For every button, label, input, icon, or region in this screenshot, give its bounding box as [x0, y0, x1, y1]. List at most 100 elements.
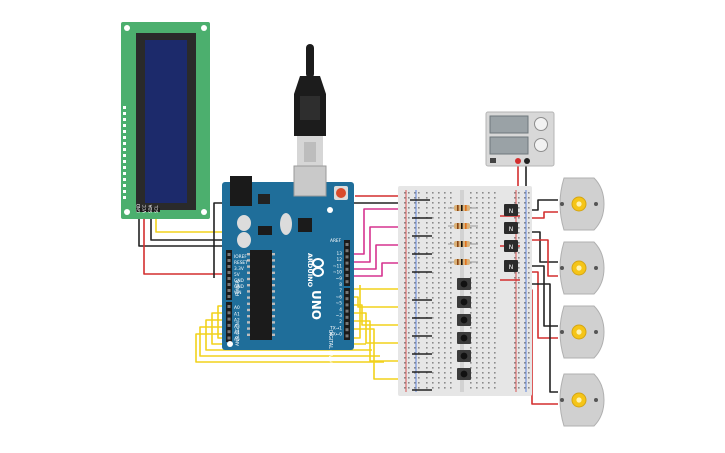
wire-analog-a3 [199, 326, 380, 357]
terminal-hole [476, 317, 478, 319]
terminal-hole [444, 342, 446, 344]
terminal-hole [488, 292, 490, 294]
terminal-hole [450, 367, 452, 369]
terminal-hole [476, 322, 478, 324]
terminal-hole [426, 382, 428, 384]
rail-hole [408, 202, 410, 204]
rail-hole [518, 217, 520, 219]
rail-hole [404, 372, 406, 374]
lcd-mount-hole [201, 25, 207, 31]
terminal-hole [488, 232, 490, 234]
header-pin [227, 295, 231, 298]
digital-pin-label: ~9 [336, 276, 343, 282]
terminal-hole [488, 287, 490, 289]
terminal-hole [488, 342, 490, 344]
usb-plug-grip [300, 96, 320, 120]
terminal-hole [488, 307, 490, 309]
rail-hole [404, 377, 406, 379]
terminal-hole [450, 252, 452, 254]
terminal-hole [482, 262, 484, 264]
terminal-hole [482, 242, 484, 244]
rail-hole [524, 232, 526, 234]
rail-hole [524, 257, 526, 259]
rail-hole [414, 337, 416, 339]
rail-hole [408, 337, 410, 339]
power-header [226, 250, 232, 300]
rail-hole [524, 287, 526, 289]
rail-hole [528, 372, 530, 374]
terminal-hole [426, 207, 428, 209]
rail-hole [408, 362, 410, 364]
terminal-hole [494, 202, 496, 204]
rail-hole [514, 257, 516, 259]
rail-hole [528, 387, 530, 389]
terminal-hole [438, 367, 440, 369]
chip-pin [272, 333, 275, 336]
rail-hole [414, 322, 416, 324]
terminal-hole [488, 377, 490, 379]
resistor-band [465, 259, 467, 265]
icsp-header [258, 226, 272, 235]
terminal-hole [444, 337, 446, 339]
rail-hole [528, 367, 530, 369]
motor-terminal [594, 266, 598, 270]
rail-hole [408, 247, 410, 249]
terminal-hole [450, 202, 452, 204]
rail-hole [408, 237, 410, 239]
rail-hole [518, 297, 520, 299]
pushbutton-cap [460, 334, 468, 342]
terminal-hole [432, 197, 434, 199]
rail-hole [524, 297, 526, 299]
rail-hole [418, 372, 420, 374]
rail-hole [514, 277, 516, 279]
terminal-hole [470, 387, 472, 389]
chip-pin [247, 296, 250, 299]
terminal-hole [488, 357, 490, 359]
header-pin [227, 253, 231, 256]
rail-hole [414, 232, 416, 234]
terminal-hole [438, 387, 440, 389]
rail-hole [404, 367, 406, 369]
terminal-hole [432, 247, 434, 249]
terminal-hole [470, 257, 472, 259]
analog-pin-label: A4 [234, 330, 240, 336]
terminal-hole [438, 217, 440, 219]
terminal-hole [476, 212, 478, 214]
terminal-hole [482, 302, 484, 304]
breadboard-body [398, 186, 532, 396]
capacitor [237, 232, 251, 248]
terminal-hole [438, 322, 440, 324]
terminal-hole [450, 337, 452, 339]
rail-hole [524, 312, 526, 314]
rail-hole [524, 352, 526, 354]
rail-hole [414, 257, 416, 259]
lcd-pin [123, 136, 126, 139]
rail-hole [404, 297, 406, 299]
terminal-hole [488, 317, 490, 319]
rail-hole [408, 257, 410, 259]
terminal-hole [494, 217, 496, 219]
terminal-hole [432, 302, 434, 304]
terminal-hole [450, 352, 452, 354]
terminal-hole [438, 332, 440, 334]
power-pin-label: 5V [234, 272, 240, 278]
chip-pin [272, 321, 275, 324]
power-pin-label: RESET [234, 260, 248, 266]
rail-hole [408, 277, 410, 279]
rail-hole [408, 207, 410, 209]
dc-motor [559, 305, 605, 359]
terminal-hole [426, 197, 428, 199]
terminal-hole [444, 242, 446, 244]
header-pin [227, 265, 231, 268]
rail-hole [518, 382, 520, 384]
terminal-hole [482, 207, 484, 209]
terminal-hole [488, 237, 490, 239]
rail-hole [414, 297, 416, 299]
rail-hole [404, 227, 406, 229]
rail-hole [414, 222, 416, 224]
terminal-hole [494, 312, 496, 314]
terminal-hole [494, 367, 496, 369]
terminal-positive [515, 158, 521, 164]
terminal-hole [482, 247, 484, 249]
